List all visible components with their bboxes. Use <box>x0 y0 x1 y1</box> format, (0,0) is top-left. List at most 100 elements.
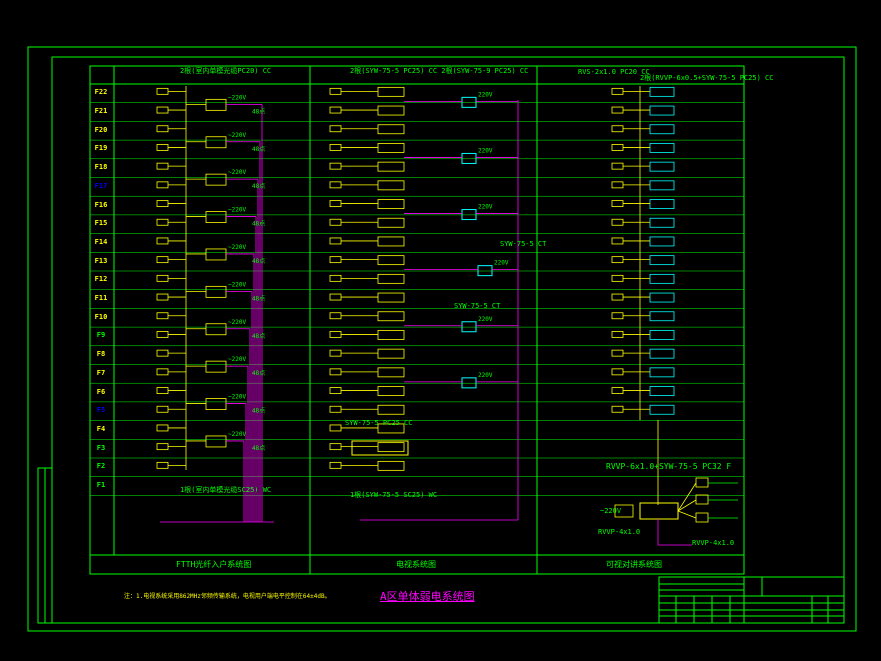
tv-tap <box>377 273 405 284</box>
tv-outlet <box>329 368 342 376</box>
floor-label: F4 <box>96 424 106 433</box>
intercom-outlet <box>611 405 624 413</box>
ftth-power-text: ~220V <box>228 94 246 101</box>
floor-label: F9 <box>96 331 106 340</box>
tv-tap <box>377 460 405 471</box>
door-station <box>695 512 709 523</box>
tv-outlet <box>329 125 342 133</box>
tv-outlet <box>329 424 342 432</box>
tv-outlet <box>329 312 342 320</box>
ftth-box-count: 48点 <box>252 407 265 415</box>
tv-amplifier <box>461 152 477 164</box>
door-station <box>695 494 709 505</box>
intercom-decoder <box>649 330 675 340</box>
tv-outlet <box>329 256 342 264</box>
intercom-decoder <box>649 124 675 135</box>
tv-amplifier <box>461 209 477 221</box>
ftth-outlet <box>156 87 169 95</box>
tv-ct-spec-1: SYW-75-5 CT <box>500 240 547 248</box>
intercom-power-box <box>614 504 634 518</box>
ftth-box <box>205 435 227 448</box>
floor-label: F6 <box>96 387 106 396</box>
intercom-outlet <box>611 256 624 264</box>
tv-power-text: 220V <box>478 147 493 154</box>
drawing-title: A区单体弱电系统图 <box>380 590 475 603</box>
ftth-outlet <box>156 256 169 264</box>
ftth-outlet <box>156 349 169 357</box>
floor-label: F3 <box>96 443 106 452</box>
tv-amplifier <box>461 377 477 389</box>
tv-power-text: 220V <box>494 260 509 267</box>
floor-label: F1 <box>96 481 106 490</box>
intercom-decoder <box>649 236 675 247</box>
floor-label: F14 <box>94 237 108 246</box>
ftth-box <box>205 360 227 373</box>
intercom-outlet <box>611 162 624 170</box>
left-revision-strip <box>37 467 53 624</box>
tv-amplifier <box>477 265 493 277</box>
ftth-system: ~220V48点~220V48点~220V48点~220V48点~220V48点… <box>156 86 274 523</box>
intercom-decoder <box>649 292 675 303</box>
ftth-outlet <box>156 274 169 282</box>
floor-label: F19 <box>94 144 108 153</box>
door-station <box>695 477 709 488</box>
ftth-box <box>205 136 227 149</box>
tv-tap <box>377 348 405 359</box>
tv-outlet <box>329 293 342 301</box>
intercom-decoder <box>649 386 675 396</box>
intercom-outlet <box>611 125 624 133</box>
tv-outlet <box>329 274 342 282</box>
floor-label: F15 <box>94 219 108 228</box>
ftth-outlet <box>156 424 169 432</box>
ftth-outlet <box>156 368 169 376</box>
tv-tap <box>377 236 405 247</box>
floor-label: F5 <box>96 406 106 415</box>
intercom-decoder <box>649 404 675 415</box>
intercom-system <box>611 86 738 546</box>
tv-bottom-spec: 1根(SYW-75-5 SC25) WC <box>350 491 438 499</box>
design-note: 注：1.电视系统采用862MHz邻频传输系统，电视用户端电平控制在64±4dB。 <box>124 593 331 600</box>
ftth-outlet <box>156 387 169 394</box>
rvvp-label-1: RVVP-4x1.0 <box>598 528 641 536</box>
tv-tap <box>377 423 405 434</box>
tv-lower-amp <box>351 440 409 456</box>
tv-tap <box>377 386 405 396</box>
rvvp-label-2: RVVP-4x1.0 <box>692 539 735 547</box>
tv-amplifier <box>461 96 477 108</box>
tv-tap <box>377 105 405 116</box>
intercom-decoder <box>649 348 675 359</box>
tv-outlet <box>329 349 342 357</box>
ftth-section-caption: FTTH光纤入户系统图 <box>176 560 252 569</box>
intercom-outlet <box>611 293 624 301</box>
tv-ct-spec-2: SYW-75-5 CT <box>454 302 501 310</box>
ftth-power-text: ~220V <box>228 431 246 438</box>
tv-outlet <box>329 200 342 207</box>
intercom-outlet <box>611 387 624 394</box>
tv-outlet <box>329 181 342 189</box>
tv-tap <box>377 199 405 209</box>
tv-outlet <box>329 237 342 245</box>
tv-tap <box>377 124 405 135</box>
ftth-outlet <box>156 405 169 413</box>
ftth-box-count: 48点 <box>252 220 265 228</box>
ftth-power-text: ~220V <box>228 169 246 176</box>
intercom-decoder <box>649 367 675 378</box>
tv-tap <box>377 255 405 266</box>
floor-label: F8 <box>96 350 106 359</box>
ftth-outlet <box>156 293 169 301</box>
intercom-decoder <box>649 143 675 153</box>
tv-tap <box>377 404 405 415</box>
tv-tap <box>377 292 405 303</box>
intercom-decoder <box>649 86 675 97</box>
tv-power-text: 220V <box>478 204 493 211</box>
door-station-wire <box>677 510 697 519</box>
ftth-top-spec: 2根(室内单模光缆PC20) CC <box>180 67 272 75</box>
door-station-wire <box>677 499 697 512</box>
intercom-outlet <box>611 368 624 376</box>
tv-outlet <box>329 405 342 413</box>
tv-lower-spec: SYW-75-5 PC25 CC <box>345 419 413 427</box>
ftth-outlet <box>156 162 169 170</box>
ftth-box <box>205 173 227 186</box>
ftth-outlet <box>156 331 169 338</box>
